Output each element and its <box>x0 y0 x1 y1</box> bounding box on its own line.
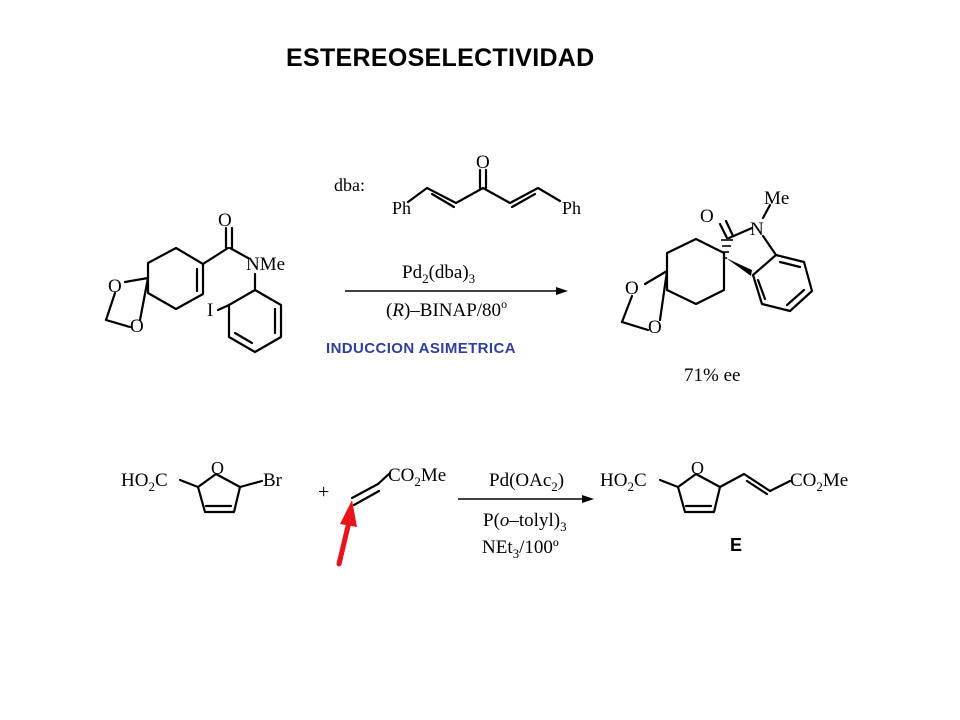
product-me: Me <box>764 188 789 209</box>
reactant2-oxygen: O <box>211 458 224 478</box>
reaction2-reactant: HO2C O Br <box>121 458 283 514</box>
wedge-bond <box>726 258 752 276</box>
dba-ph-left: Ph <box>392 198 411 218</box>
dba-ph-right: Ph <box>562 198 581 218</box>
e-isomer-label: E <box>730 535 743 555</box>
reaction2-reagent-top: Pd(OAc2) <box>489 470 564 494</box>
reaction1-reagent-top: Pd2(dba)3 <box>402 262 475 286</box>
reaction2-reagent-bottom: NEt3/100º <box>482 537 559 561</box>
product-o-bottom: O <box>648 317 662 338</box>
reactant2-ho2c: HO2C <box>121 470 168 494</box>
product-ee: 71% ee <box>684 365 740 386</box>
reaction1-reactant: O O O NMe I <box>104 210 285 354</box>
product-o-carbonyl: O <box>700 206 714 227</box>
page-title: ESTEREOSELECTIVIDAD <box>286 44 595 72</box>
reactant-o-bottom: O <box>130 316 144 337</box>
reaction1-arrow <box>345 287 568 295</box>
reactant-iodine: I <box>207 300 213 321</box>
plus-sign: + <box>318 481 329 503</box>
reaction2-reagent-mid: P(o–tolyl)3 <box>483 510 567 534</box>
reactant2-br: Br <box>263 470 283 491</box>
product-n: N <box>750 219 764 240</box>
reactant-nme: NMe <box>246 254 285 275</box>
reaction2-product: HO2C O CO2Me <box>600 458 848 514</box>
reaction2-arrow <box>458 495 594 503</box>
product2-ho2c: HO2C <box>600 470 647 494</box>
reactant-o-top: O <box>108 276 122 297</box>
product2-co2me: CO2Me <box>790 470 848 494</box>
asymmetric-induction-label: INDUCCION ASIMETRICA <box>326 340 516 357</box>
dba-label: dba: <box>334 175 365 195</box>
acrylate-co2me: CO2Me <box>388 465 446 489</box>
dba-oxygen: O <box>476 152 490 173</box>
reaction1-product: O O O N Me 71% ee <box>620 188 814 386</box>
product-o-top: O <box>625 278 639 299</box>
dba-structure: dba: Ph O Ph <box>334 152 581 218</box>
product2-oxygen: O <box>691 458 704 478</box>
reaction1-reagent-bottom: (R)–BINAP/80o <box>386 297 507 321</box>
methyl-acrylate: CO2Me <box>350 465 446 507</box>
reactant-o-carbonyl: O <box>218 210 232 231</box>
hashed-bond <box>721 239 733 259</box>
red-pointer-arrow <box>336 500 357 567</box>
